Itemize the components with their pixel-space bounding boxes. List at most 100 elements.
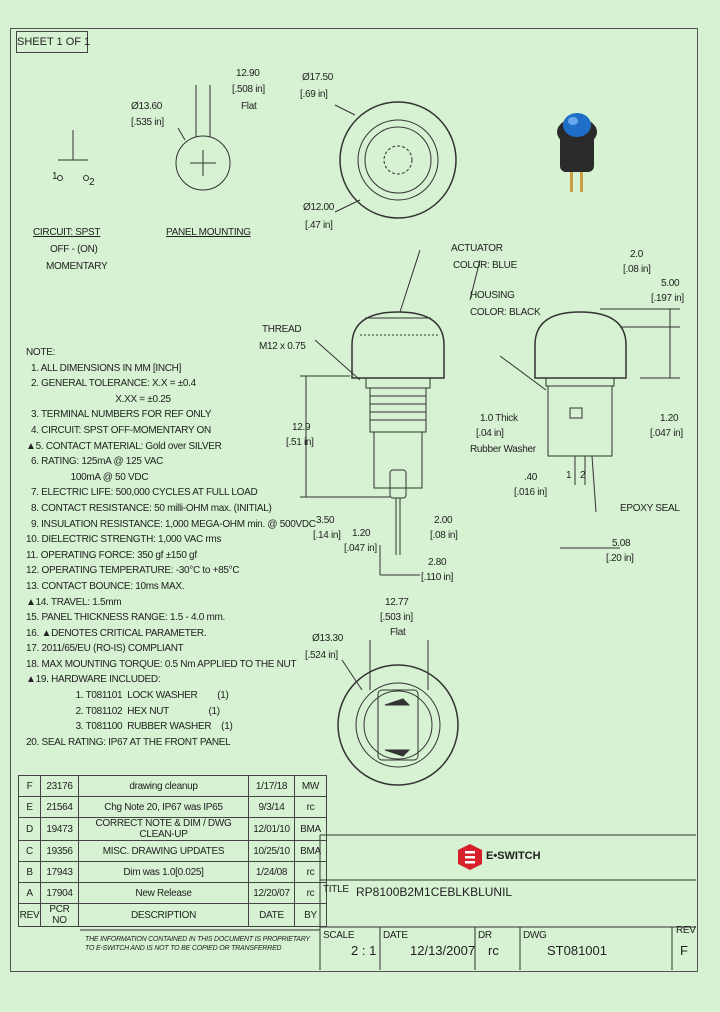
- scale-label: SCALE: [323, 930, 355, 941]
- brand-name: E•SWITCH: [486, 850, 541, 862]
- circuit-pin1: 1: [52, 171, 58, 182]
- panel-flat-word: Flat: [241, 101, 257, 112]
- dim-3-50: 3.50: [316, 515, 335, 526]
- rv-dim-5-00: 5.00: [661, 278, 680, 289]
- top-outer-dia-in: [.69 in]: [300, 89, 328, 100]
- pushbutton-image: [557, 113, 597, 192]
- dim-1-20: 1.20: [352, 528, 371, 539]
- notes-list: NOTE: 1. ALL DIMENSIONS IN MM [INCH] 2. …: [26, 345, 316, 750]
- dim-2-00: 2.00: [434, 515, 453, 526]
- note-line: 8. CONTACT RESISTANCE: 50 milli-OHM max.…: [26, 502, 272, 514]
- height-dim: 12.9: [292, 422, 311, 433]
- dim-2-00-in: [.08 in]: [430, 530, 458, 541]
- note-line: 18. MAX MOUNTING TORQUE: 0.5 Nm APPLIED …: [26, 658, 297, 670]
- note-line: ▲5. CONTACT MATERIAL: Gold over SILVER: [26, 440, 222, 452]
- dwg-value: ST081001: [547, 943, 607, 958]
- rv-dim-1-20: 1.20: [660, 413, 679, 424]
- rev-cell-pcr: 17904: [40, 882, 79, 904]
- rev-cell-rev: D: [18, 817, 41, 841]
- thread-label: THREAD: [262, 324, 302, 335]
- rev-cell-pcr: 23176: [40, 775, 79, 797]
- rev-cell-desc: Dim was 1.0[0.025]: [78, 861, 249, 883]
- note-line: 1. T081101 LOCK WASHER (1): [26, 690, 229, 702]
- housing-color: COLOR: BLACK: [470, 307, 541, 318]
- note-line: 4. CIRCUIT: SPST OFF-MOMENTARY ON: [26, 424, 211, 436]
- rev-cell-desc: DESCRIPTION: [78, 903, 249, 927]
- note-line: 2. GENERAL TOLERANCE: X.X = ±0.4: [26, 378, 196, 390]
- rev-cell-date: 9/3/14: [248, 796, 295, 818]
- circuit-line2: OFF - (ON): [50, 244, 98, 255]
- bv-flat: 12.77: [385, 597, 409, 608]
- dim-2-80: 2.80: [428, 557, 447, 568]
- rv-washer: Rubber Washer: [470, 444, 536, 455]
- panel-flat-in: [.508 in]: [232, 84, 265, 95]
- rv-dim-5-08-in: [.20 in]: [606, 553, 634, 564]
- rev-cell-rev: F: [18, 775, 41, 797]
- note-line: 7. ELECTRIC LIFE: 500,000 CYCLES AT FULL…: [26, 487, 258, 499]
- scale-value: 2 : 1: [351, 943, 377, 958]
- rev-cell-pcr: 17943: [40, 861, 79, 883]
- dr-value: rc: [488, 943, 499, 958]
- rev-cell-by: rc: [294, 796, 327, 818]
- note-line: 6. RATING: 125mA @ 125 VAC: [26, 456, 163, 468]
- title-label: TITLE: [323, 884, 349, 895]
- rev-cell-rev: A: [18, 882, 41, 904]
- dim-2-80-in: [.110 in]: [421, 572, 454, 583]
- rev-cell-desc: CORRECT NOTE & DIM / DWG CLEAN-UP: [78, 817, 249, 841]
- dim-3-50-in: [.14 in]: [313, 530, 341, 541]
- note-line: ▲14. TRAVEL: 1.5mm: [26, 596, 122, 608]
- note-line: 3. TERMINAL NUMBERS FOR REF ONLY: [26, 409, 212, 421]
- note-line: 13. CONTACT BOUNCE: 10ms MAX.: [26, 580, 185, 592]
- rev-cell-date: 10/25/10: [248, 840, 295, 862]
- disclaimer-line1: THE INFORMATION CONTAINED IN THIS DOCUME…: [85, 936, 310, 943]
- eswitch-logo-icon: [458, 844, 482, 870]
- note-line: X.XX = ±0.25: [26, 393, 171, 405]
- note-line: 3. T081100 RUBBER WASHER (1): [26, 721, 233, 733]
- rev-cell-rev: E: [18, 796, 41, 818]
- rev-value: F: [680, 943, 688, 958]
- height-dim-in: [.51 in]: [286, 437, 314, 448]
- bv-dia-in: [.524 in]: [305, 650, 338, 661]
- rv-dim-40: .40: [524, 472, 538, 483]
- sheet-label: SHEET 1 OF 1: [16, 31, 90, 53]
- rev-cell-pcr: 21564: [40, 796, 79, 818]
- circuit-pin2: 2: [89, 177, 95, 188]
- eswitch-logo: [458, 844, 482, 870]
- note-line: 10. DIELECTRIC STRENGTH: 1,000 VAC rms: [26, 534, 222, 546]
- bv-flat-word: Flat: [390, 627, 406, 638]
- top-outer-dia: Ø17.50: [302, 72, 334, 83]
- rev-cell-by: rc: [294, 882, 327, 904]
- rev-cell-pcr: 19356: [40, 840, 79, 862]
- rv-dim-1-20-in: [.047 in]: [650, 428, 683, 439]
- date-value: 12/13/2007: [410, 943, 476, 958]
- rev-cell-rev: B: [18, 861, 41, 883]
- disclaimer-line2: TO E-SWITCH AND IS NOT TO BE COPIED OR T…: [85, 945, 282, 952]
- rv-pin1: 1: [566, 470, 572, 481]
- bv-dia: Ø13.30: [312, 633, 344, 644]
- note-line: 15. PANEL THICKNESS RANGE: 1.5 - 4.0 mm.: [26, 612, 225, 624]
- rv-dim-40-in: [.016 in]: [514, 487, 547, 498]
- rev-cell-date: 12/01/10: [248, 817, 295, 841]
- rv-epoxy: EPOXY SEAL: [620, 503, 680, 514]
- dwg-label: DWG: [523, 930, 547, 941]
- note-line: 11. OPERATING FORCE: 350 gf ±150 gf: [26, 549, 197, 561]
- rev-cell-desc: New Release: [78, 882, 249, 904]
- product-photo: [552, 100, 602, 195]
- rev-cell-date: DATE: [248, 903, 295, 927]
- drawing-sheet: [10, 28, 698, 972]
- dim-1-20-in: [.047 in]: [344, 543, 377, 554]
- circuit-label: CIRCUIT: SPST: [33, 227, 101, 238]
- housing-label: HOUSING: [470, 290, 515, 301]
- rv-dim-5-00-in: [.197 in]: [651, 293, 684, 304]
- rev-cell-pcr: 19473: [40, 817, 79, 841]
- note-line: 20. SEAL RATING: IP67 AT THE FRONT PANEL: [26, 736, 231, 748]
- rv-thick: 1.0 Thick: [480, 413, 518, 424]
- rev-cell-desc: MISC. DRAWING UPDATES: [78, 840, 249, 862]
